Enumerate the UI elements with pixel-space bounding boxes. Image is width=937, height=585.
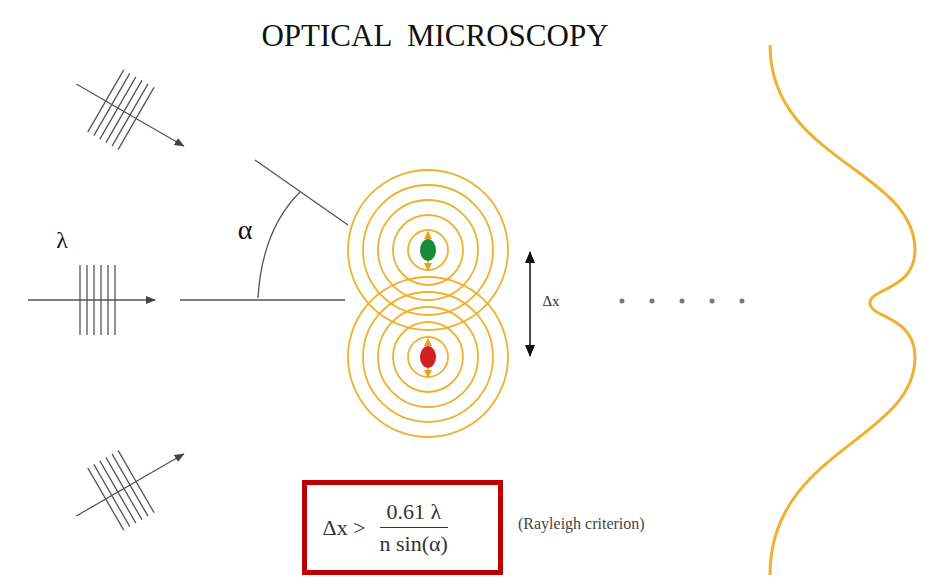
oblique-wave <box>58 53 201 177</box>
intensity-profile <box>770 45 915 575</box>
numerator: 0.61 λ <box>386 499 441 524</box>
criterion-note: (Rayleigh criterion) <box>518 516 645 532</box>
ellipsis-dots <box>620 299 745 304</box>
plane-wave <box>28 265 155 335</box>
angle-symbol: α <box>238 216 253 244</box>
formula-lhs: Δx > <box>323 515 366 540</box>
aperture-angle <box>180 160 348 300</box>
green-emitter <box>420 239 436 261</box>
emission-rings <box>348 170 508 437</box>
fraction: 0.61 λ n sin(α) <box>380 499 448 556</box>
diagram-title: OPTICAL MICROSCOPY <box>261 20 608 51</box>
denominator: n sin(α) <box>380 527 448 556</box>
red-emitter <box>420 346 436 368</box>
separation-arrow <box>529 252 531 356</box>
formula-box: Δx > 0.61 λ n sin(α) <box>302 480 503 575</box>
wavelength-symbol: λ <box>56 228 68 252</box>
oblique-wave <box>58 423 201 547</box>
separation-label: Δx <box>542 294 559 309</box>
